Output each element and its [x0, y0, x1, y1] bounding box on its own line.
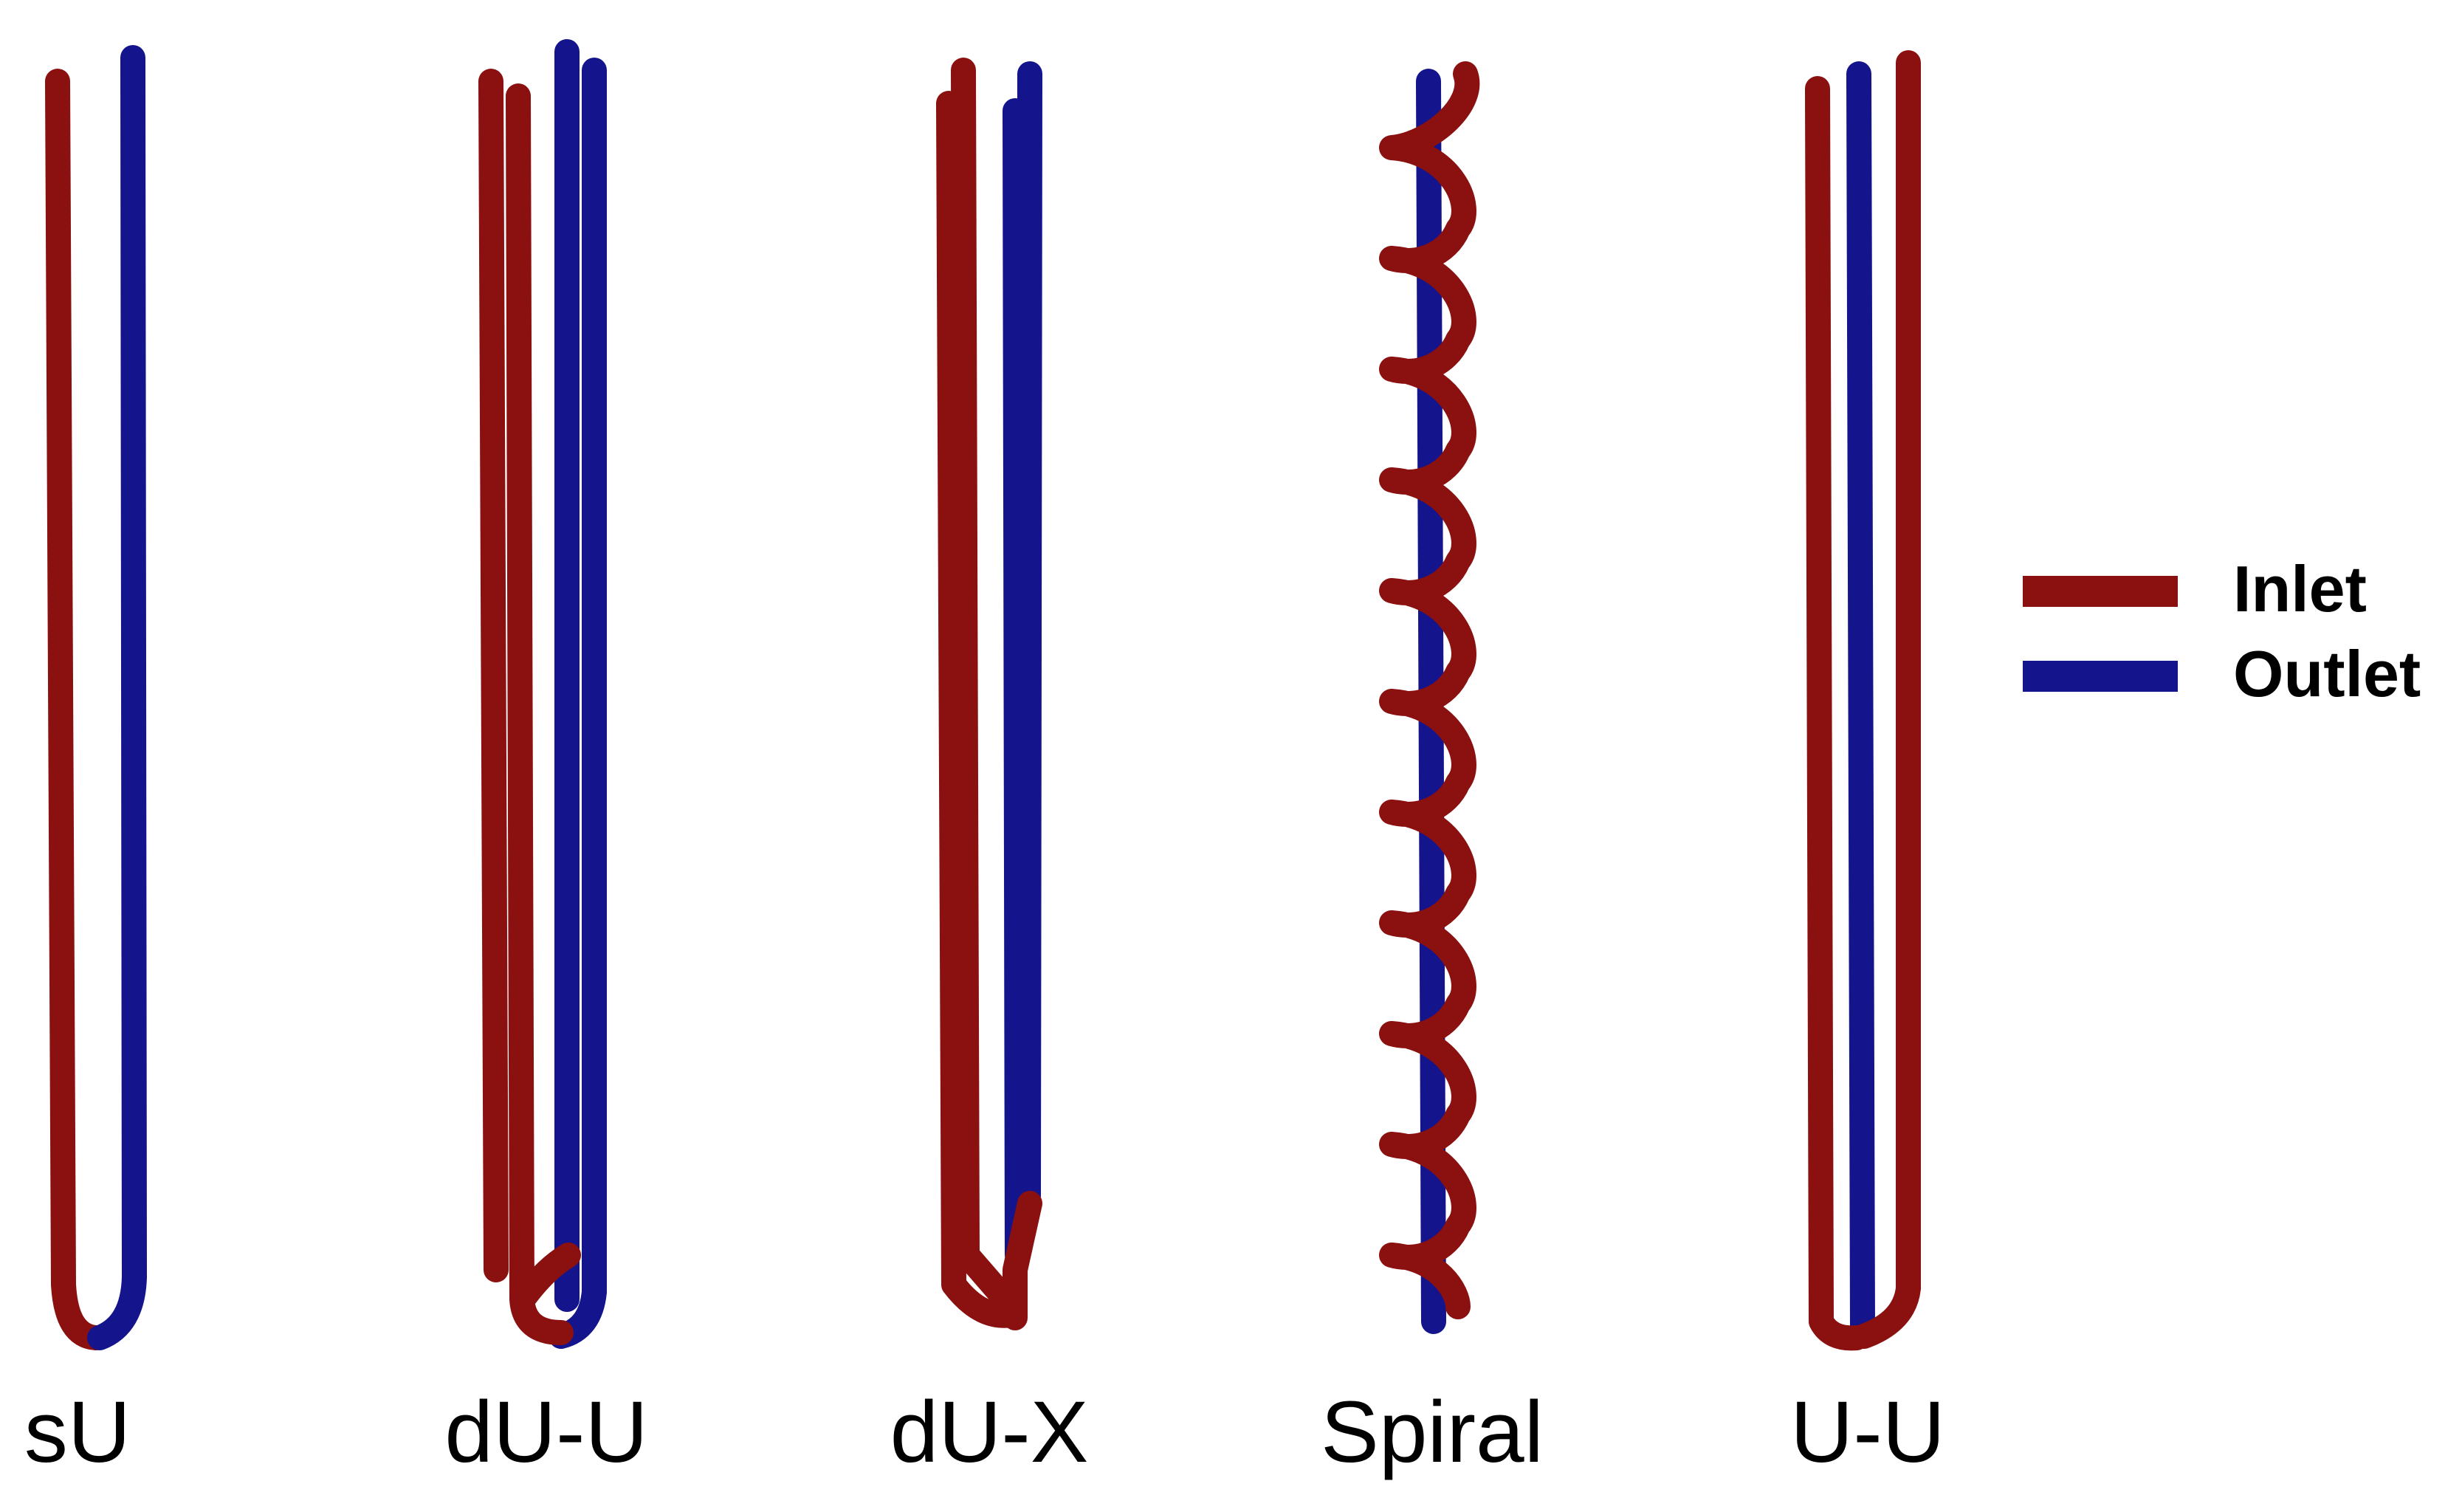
config-label-sU: sU — [24, 1384, 131, 1481]
U-U-outlet-pipe — [1846, 61, 1875, 1341]
config-Spiral: Spiral — [1321, 61, 1544, 1481]
legend: Inlet Outlet — [2023, 552, 2421, 710]
config-U-U: U-U — [1790, 50, 1945, 1481]
dU-X-inlet-crossover — [1003, 1191, 1042, 1330]
config-sU: sU — [24, 45, 147, 1481]
dU-U-inlet-crossover — [513, 1243, 581, 1308]
config-dU-U: dU-U — [444, 39, 648, 1481]
config-label-U-U: U-U — [1790, 1384, 1945, 1481]
legend-inlet-swatch — [2023, 576, 2178, 607]
legend-outlet-swatch — [2023, 661, 2178, 692]
dU-X-outlet-pipe-2 — [1003, 98, 1030, 1268]
legend-inlet-label: Inlet — [2233, 552, 2367, 625]
config-label-dU-X: dU-X — [890, 1384, 1089, 1481]
sU-inlet-pipe — [45, 69, 109, 1350]
dU-X-inlet-pipe-1 — [951, 58, 1028, 1323]
config-label-dU-U: dU-U — [444, 1384, 647, 1481]
config-label-Spiral: Spiral — [1321, 1384, 1544, 1481]
sU-outlet-pipe — [87, 45, 147, 1350]
dU-U-inlet-pipe-1 — [478, 69, 509, 1282]
config-dU-X: dU-X — [890, 58, 1089, 1481]
legend-outlet-label: Outlet — [2233, 637, 2421, 710]
U-U-inlet-pipe-2 — [1851, 50, 1921, 1349]
Spiral-inlet-coil — [1379, 61, 1480, 1319]
U-U-inlet-pipe-1 — [1805, 76, 1869, 1351]
